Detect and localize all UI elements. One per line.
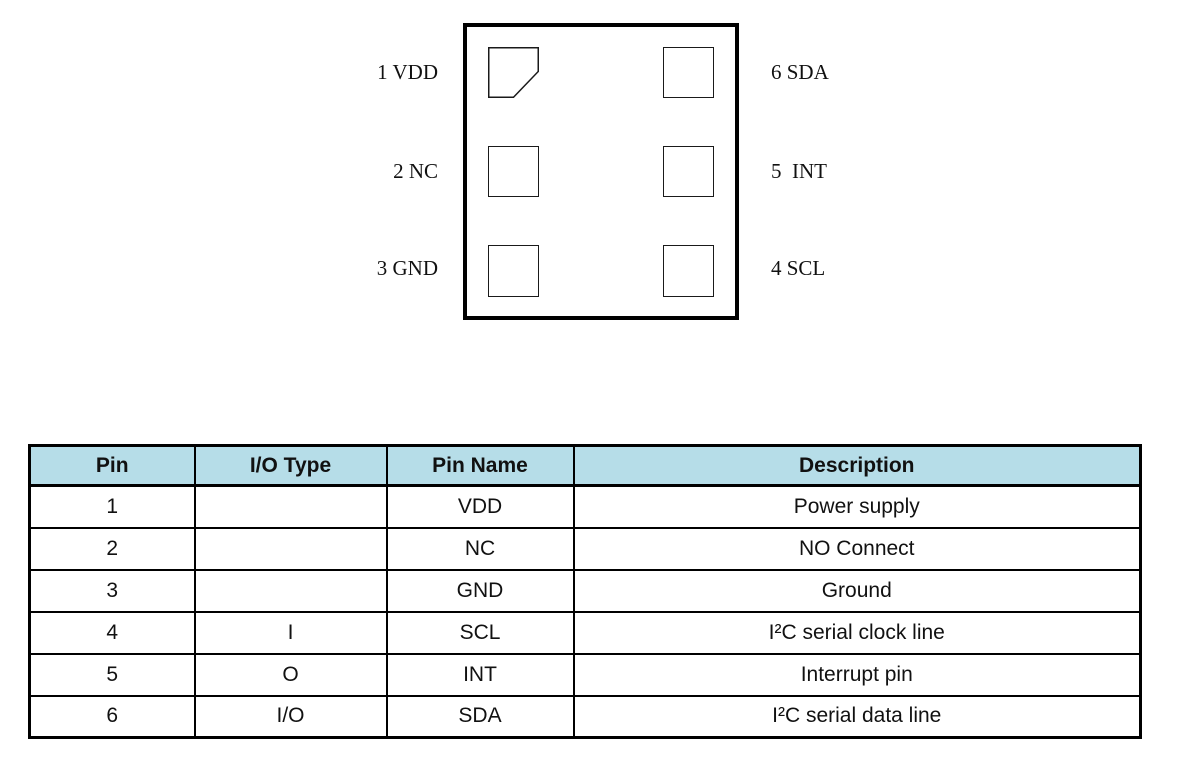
cell-io-type bbox=[193, 526, 388, 571]
pin-label-3-gnd: 3 GND bbox=[376, 256, 438, 280]
cell-description: Interrupt pin bbox=[572, 652, 1142, 697]
pin-label-6-sda: 6 SDA bbox=[771, 60, 829, 84]
cell-description: Power supply bbox=[572, 484, 1142, 529]
cell-pin-number: 1 bbox=[28, 484, 196, 529]
pin-description-table: Pin I/O Type Pin Name Description 1 VDD … bbox=[28, 444, 1142, 739]
pad-5 bbox=[663, 146, 714, 197]
cell-pin-number: 5 bbox=[28, 652, 196, 697]
col-header-pin: Pin bbox=[28, 444, 196, 487]
cell-pin-name: SCL bbox=[385, 610, 575, 655]
pad-4 bbox=[663, 245, 714, 297]
cell-io-type: I bbox=[193, 610, 388, 655]
cell-description: I²C serial data line bbox=[572, 694, 1142, 739]
pad-1-chamfered bbox=[488, 47, 539, 98]
table-row: 3 GND Ground bbox=[28, 568, 1142, 613]
table-row: 5 O INT Interrupt pin bbox=[28, 652, 1142, 697]
pin-label-1-vdd: 1 VDD bbox=[377, 60, 438, 84]
cell-pin-name: SDA bbox=[385, 694, 575, 739]
table-row: 2 NC NO Connect bbox=[28, 526, 1142, 571]
table-row: 1 VDD Power supply bbox=[28, 484, 1142, 529]
pad-3 bbox=[488, 245, 539, 297]
col-header-description: Description bbox=[572, 444, 1142, 487]
cell-pin-number: 2 bbox=[28, 526, 196, 571]
cell-io-type: O bbox=[193, 652, 388, 697]
table-row: 6 I/O SDA I²C serial data line bbox=[28, 694, 1142, 739]
cell-pin-number: 6 bbox=[28, 694, 196, 739]
col-header-io-type: I/O Type bbox=[193, 444, 388, 487]
pad-6 bbox=[663, 47, 714, 98]
cell-description: NO Connect bbox=[572, 526, 1142, 571]
cell-pin-name: GND bbox=[385, 568, 575, 613]
cell-pin-number: 3 bbox=[28, 568, 196, 613]
col-header-pin-name: Pin Name bbox=[385, 444, 575, 487]
chip-package-outline bbox=[463, 23, 739, 320]
cell-description: Ground bbox=[572, 568, 1142, 613]
cell-io-type: I/O bbox=[193, 694, 388, 739]
cell-pin-number: 4 bbox=[28, 610, 196, 655]
cell-description: I²C serial clock line bbox=[572, 610, 1142, 655]
table-row: 4 I SCL I²C serial clock line bbox=[28, 610, 1142, 655]
pin-label-2-nc: 2 NC bbox=[393, 159, 438, 183]
cell-io-type bbox=[193, 484, 388, 529]
cell-pin-name: VDD bbox=[385, 484, 575, 529]
cell-pin-name: NC bbox=[385, 526, 575, 571]
cell-pin-name: INT bbox=[385, 652, 575, 697]
table-header-row: Pin I/O Type Pin Name Description bbox=[28, 444, 1142, 487]
pad-2 bbox=[488, 146, 539, 197]
pin-label-5-int: 5 INT bbox=[771, 159, 827, 183]
cell-io-type bbox=[193, 568, 388, 613]
pin-label-4-scl: 4 SCL bbox=[771, 256, 826, 280]
